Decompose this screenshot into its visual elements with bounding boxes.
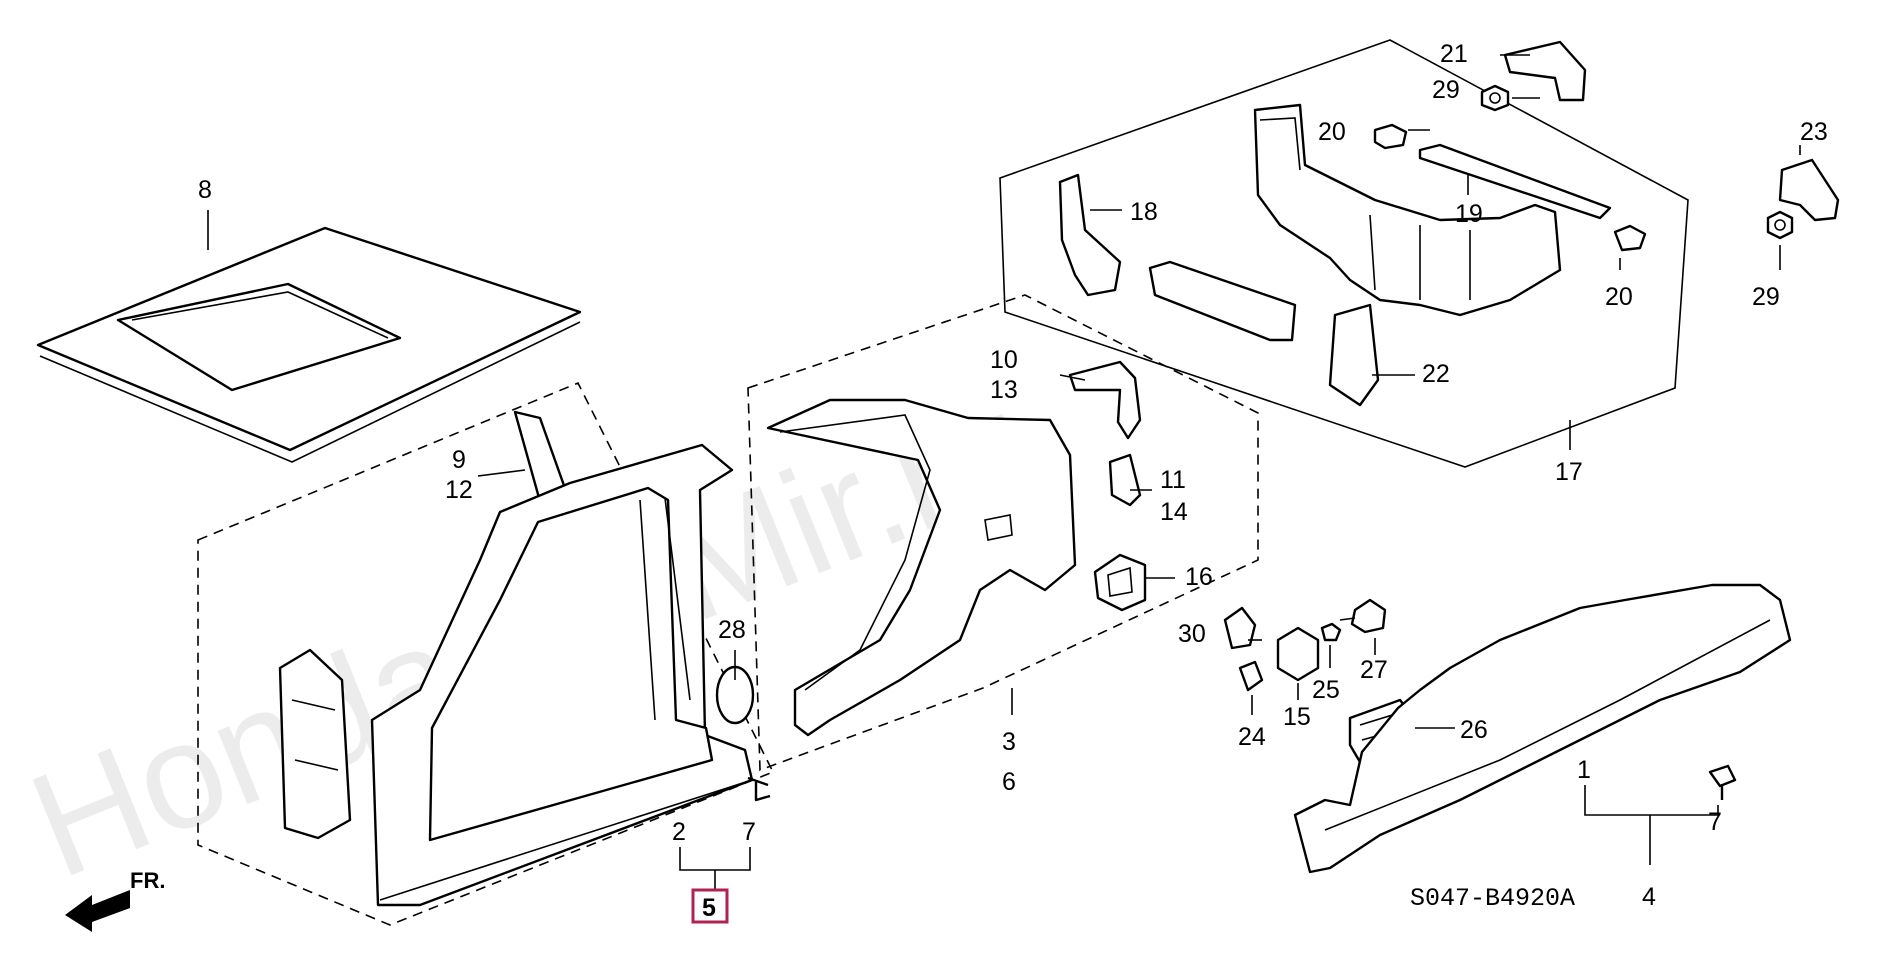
label-29-right: 29 (1752, 283, 1780, 311)
label-11: 11 (1160, 466, 1186, 494)
clip-24[interactable] (1238, 660, 1264, 692)
label-24: 24 (1238, 723, 1266, 751)
label-20-top: 20 (1318, 118, 1346, 146)
label-8: 8 (198, 176, 212, 204)
shelf-strip-19[interactable] (1418, 143, 1612, 220)
leader-lines (207, 54, 1801, 890)
label-10: 10 (990, 346, 1018, 374)
nut-25[interactable] (1320, 622, 1342, 642)
clip-30[interactable] (1223, 606, 1257, 650)
bracket-22[interactable] (1328, 303, 1380, 407)
rear-panel-outline (999, 39, 1689, 468)
front-label: FR. (130, 868, 165, 893)
nut-29-right[interactable] (1766, 210, 1794, 240)
bracket-18[interactable] (1058, 173, 1122, 297)
label-1: 1 (1577, 756, 1591, 784)
label-22: 22 (1422, 360, 1450, 388)
opener-27[interactable] (1339, 598, 1387, 634)
inner-pillar[interactable] (278, 648, 352, 840)
rear-quarter-panel[interactable] (766, 398, 1077, 737)
label-30: 30 (1178, 620, 1206, 648)
label-12: 12 (445, 476, 473, 504)
label-2: 2 (672, 818, 686, 846)
label-25: 25 (1312, 676, 1340, 704)
bracket-23[interactable] (1778, 158, 1840, 222)
nut-29-upper[interactable] (1480, 84, 1510, 112)
label-17: 17 (1555, 458, 1583, 486)
label-7-right: 7 (1708, 808, 1722, 836)
label-26: 26 (1460, 716, 1488, 744)
fuel-housing-16[interactable] (1093, 553, 1147, 612)
label-6: 6 (1002, 768, 1016, 796)
side-sill[interactable] (1293, 583, 1792, 874)
front-direction-arrow: FR. (65, 868, 165, 932)
label-28: 28 (718, 616, 746, 644)
label-16: 16 (1185, 563, 1213, 591)
label-20-right: 20 (1605, 283, 1633, 311)
bracket-11-14[interactable] (1108, 453, 1142, 507)
fuel-lid-15[interactable] (1276, 626, 1320, 682)
label-7-left: 7 (742, 818, 756, 846)
label-13: 13 (990, 376, 1018, 404)
roof-panel[interactable] (36, 226, 582, 463)
highlight-box (691, 888, 729, 924)
diagram-code: S047-B4920A (1410, 884, 1575, 913)
label-18: 18 (1130, 198, 1158, 226)
bracket-21[interactable] (1503, 40, 1587, 102)
label-21: 21 (1440, 40, 1468, 68)
clip-20-right[interactable] (1613, 224, 1647, 252)
label-27: 27 (1360, 656, 1388, 684)
label-23: 23 (1800, 118, 1828, 146)
cross-member[interactable] (1148, 260, 1297, 342)
clip-20-top[interactable] (1373, 123, 1408, 150)
side-outer-panel[interactable] (370, 443, 754, 907)
label-19: 19 (1455, 200, 1483, 228)
label-15: 15 (1283, 703, 1311, 731)
rear-panel[interactable] (1253, 103, 1562, 317)
bracket-10-13[interactable] (1068, 360, 1142, 440)
label-29-upper: 29 (1432, 76, 1460, 104)
label-14: 14 (1160, 498, 1188, 526)
label-4: 4 (1642, 883, 1656, 911)
label-9: 9 (452, 446, 466, 474)
clip-7-right[interactable] (1708, 764, 1737, 800)
label-3: 3 (1002, 728, 1016, 756)
rear-quarter-outline (747, 294, 1259, 772)
side-panel-outline (197, 381, 775, 926)
clip-7-left[interactable] (747, 776, 771, 802)
label-5[interactable]: 5 (702, 894, 716, 922)
